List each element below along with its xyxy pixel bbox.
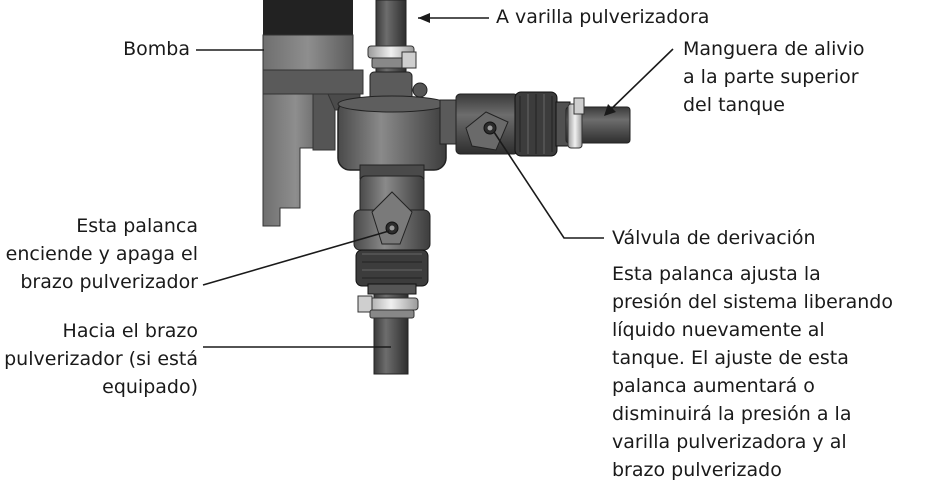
bypass-desc-line6: disminuirá la presión a la [612, 403, 852, 425]
to-boom-label-line3: equipado) [102, 376, 198, 398]
spray-wand-label: A varilla pulverizadora [496, 6, 710, 28]
upper-hose-clamp [367, 45, 417, 69]
relief-hose-arrowhead [604, 104, 616, 116]
bypass-desc-line1: Esta palanca ajusta la [612, 263, 821, 285]
relief-hose-arrow [605, 48, 674, 115]
boom-lever-leader-line [202, 230, 390, 286]
relief-hose-label-line2: a la parte superior [683, 66, 859, 88]
bypass-desc-line7: varilla pulverizadora y al [612, 431, 847, 453]
relief-hose-label-line3: del tanque [683, 94, 785, 116]
relief-hose-label-line1: Manguera de alivio [683, 38, 865, 60]
to-boom-label-line1: Hacia el brazo [62, 320, 198, 342]
bypass-desc-line2: presión del sistema liberando [612, 291, 893, 313]
leader-lines [196, 17, 674, 348]
pump-label: Bomba [123, 38, 190, 60]
bypass-valve-label: Válvula de derivación [612, 227, 816, 249]
boom-lever-label-line1: Esta palanca [76, 215, 198, 237]
bypass-valve-body [337, 95, 447, 180]
lower-hose-clamp [357, 295, 419, 319]
boom-lever-label-line3: brazo pulverizador [20, 271, 198, 293]
spray-wand-arrowhead [418, 13, 430, 23]
boom-shutoff-valve [353, 175, 431, 295]
pump-body [262, 0, 364, 227]
to-boom-label-line2: pulverizador (si está [4, 348, 198, 370]
bypass-desc-line5: palanca aumentará o [612, 375, 815, 397]
bypass-valve-leader-line [493, 131, 604, 239]
boom-lever-label-line2: enciende y apaga el [5, 243, 198, 265]
bypass-desc-line3: líquido nuevamente al [612, 319, 825, 341]
bypass-outlet [439, 91, 631, 157]
bypass-desc-line8: brazo pulverizado [612, 459, 782, 481]
bypass-desc-line4: tanque. El ajuste de esta [612, 347, 849, 369]
